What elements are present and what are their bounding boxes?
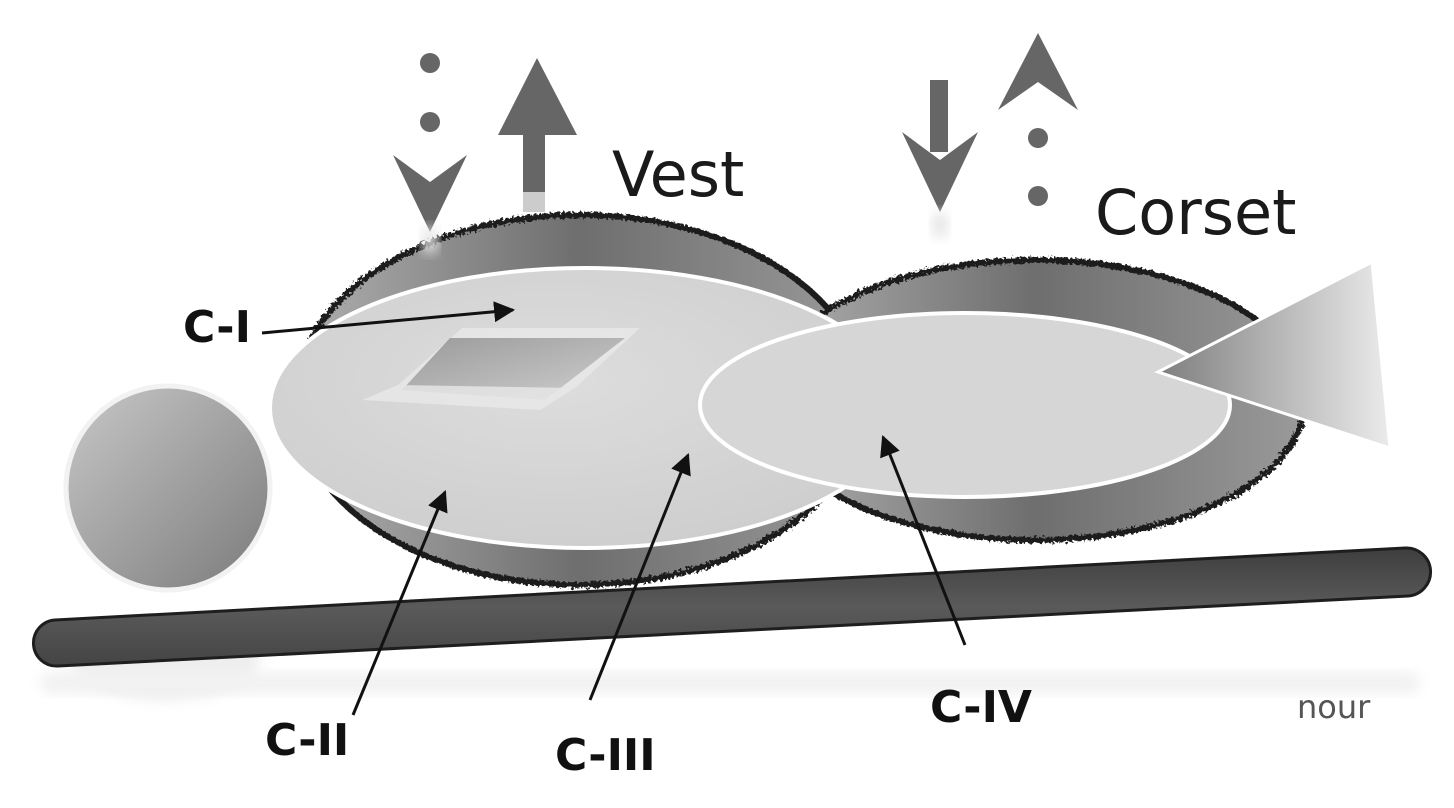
corset-dotted-up-arrow (998, 33, 1078, 206)
inner-ellipse (698, 311, 1232, 499)
c4-label: C-IV (930, 682, 1032, 733)
c4-pointer (880, 435, 967, 646)
vest-dotted-down-arrow (393, 53, 467, 254)
vest-label: Vest (612, 138, 744, 211)
c2-pointer (351, 490, 448, 716)
corset-down-arrow (902, 80, 978, 239)
signature-text: nour (1297, 688, 1371, 726)
c3-label: C-III (555, 730, 656, 781)
vest-up-arrow (498, 58, 577, 212)
table-bar (31, 546, 1433, 668)
c1-pointer (261, 301, 516, 335)
direction-triangle (1154, 259, 1392, 451)
c1-label: C-I (183, 302, 251, 353)
c2-label: C-II (265, 715, 349, 766)
head-circle (63, 383, 273, 593)
corset-label: Corset (1095, 176, 1296, 249)
c3-pointer (588, 453, 691, 701)
detector-square (362, 328, 640, 410)
